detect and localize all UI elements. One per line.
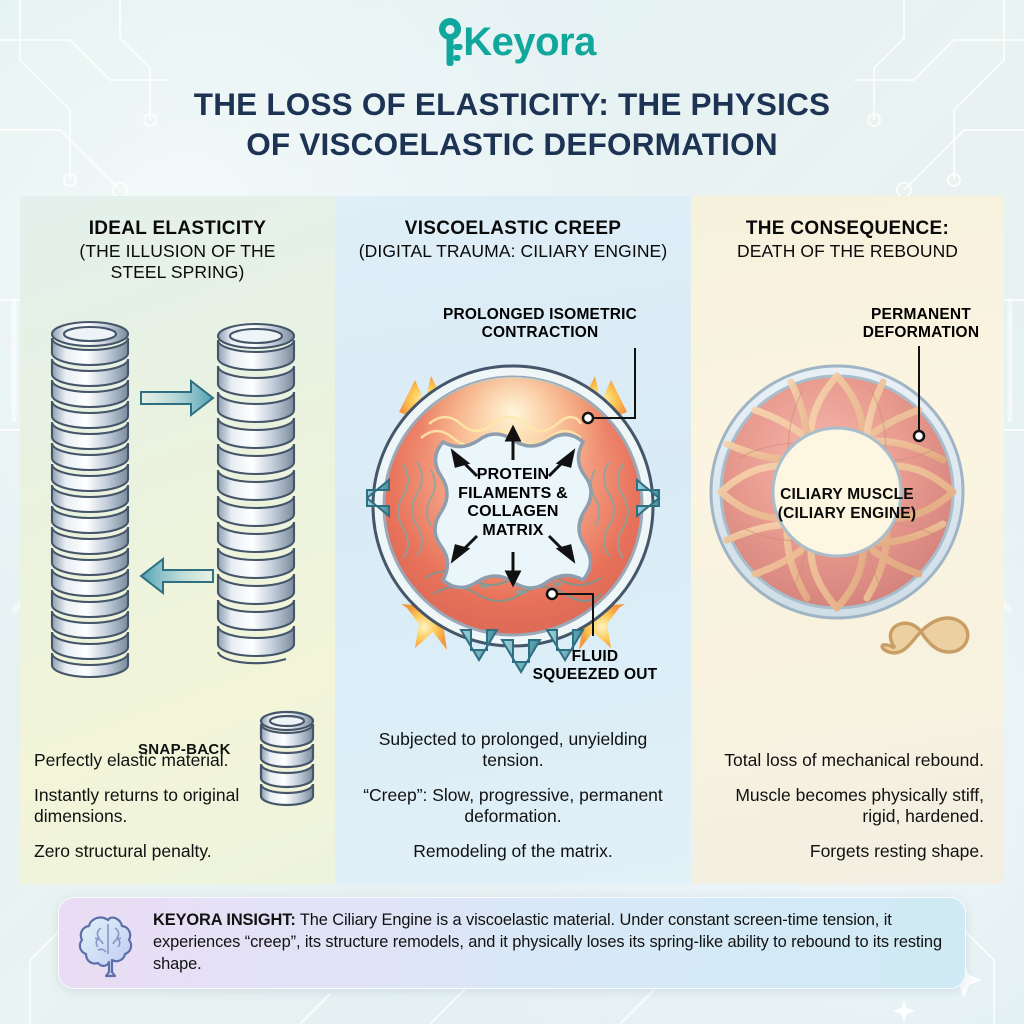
panel-ideal-elasticity: IDEAL ELASTICITY (THE ILLUSION OF THE ST…: [20, 196, 335, 884]
ring-label-line-2: (CILIARY ENGINE): [777, 504, 917, 522]
panel-1-bullets: Perfectly elastic material. Instantly re…: [34, 750, 249, 862]
panel-3-bullets: Total loss of mechanical rebound. Muscle…: [707, 750, 984, 862]
snapback-label: SNAP-BACK: [138, 741, 231, 758]
small-spring-icon: [259, 710, 315, 807]
keyora-insight-banner: KEYORA INSIGHT: The Ciliary Engine is a …: [58, 897, 966, 989]
ciliary-ring-deformed-diagram: [709, 346, 970, 655]
page-title-line-1: THE LOSS OF ELASTICITY: THE PHYSICS: [193, 86, 831, 122]
deformed-fiber-loop: [880, 616, 970, 655]
panel-2-subheading: (DIGITAL TRAUMA: CILIARY ENGINE): [358, 240, 668, 261]
callout-bottom-line-2: SQUEEZED OUT: [532, 665, 658, 683]
panel-2-bullet-1: Subjected to prolonged, unyielding tensi…: [378, 729, 648, 770]
panel-1-bullet-3: Zero structural penalty.: [34, 841, 212, 861]
leader-endpoint: [912, 429, 926, 443]
callout-top-line-2: CONTRACTION: [481, 323, 599, 341]
spring-diagram: [50, 320, 296, 679]
spring-compressed: [50, 320, 130, 679]
panel-3-subheading: DEATH OF THE REBOUND: [736, 240, 959, 261]
compression-arrows: [450, 424, 576, 588]
callout-top-line-1: PROLONGED ISOMETRIC: [442, 306, 638, 323]
leader-lines: [555, 348, 636, 636]
panel-1-bullet-2: Instantly returns to original dimensions…: [34, 785, 240, 826]
panel-2-bullet-3: Remodeling of the matrix.: [413, 841, 613, 861]
brand-name: Keyora: [463, 20, 596, 64]
key-icon: [439, 18, 463, 66]
callout-bottom-line-1: FLUID: [571, 648, 619, 665]
panel-viscoelastic-creep: VISCOELASTIC CREEP (DIGITAL TRAUMA: CILI…: [335, 196, 691, 884]
panel-3-bullet-3: Forgets resting shape.: [809, 841, 984, 861]
ring-label-line-1: CILIARY MUSCLE: [780, 486, 914, 503]
panel-1-subheading-line-2: STEEL SPRING): [110, 262, 245, 283]
callout-prolonged-contraction: PROLONGED ISOMETRIC CONTRACTION: [425, 306, 655, 341]
panel-1-heading: IDEAL ELASTICITY: [88, 218, 267, 239]
core-label-line-1: PROTEIN: [476, 466, 550, 483]
panel-2-bullets: Subjected to prolonged, unyielding tensi…: [359, 729, 667, 862]
callout-permanent-line-1: PERMANENT: [871, 306, 971, 323]
callout-permanent-line-2: DEFORMATION: [862, 323, 980, 341]
arrow-snapback-left: [139, 556, 214, 596]
panel-1-bullet-1: Perfectly elastic material.: [34, 750, 229, 770]
panel-2-heading: VISCOELASTIC CREEP: [404, 218, 622, 239]
core-label-line-3: COLLAGEN: [467, 503, 559, 521]
insight-body: The Ciliary Engine is a viscoelastic mat…: [153, 911, 942, 973]
panel-2-heading-group: VISCOELASTIC CREEP (DIGITAL TRAUMA: CILI…: [341, 218, 685, 261]
callout-permanent-deformation: PERMANENT DEFORMATION: [841, 306, 1001, 341]
panel-1-subheading-line-1: (THE ILLUSION OF THE: [79, 240, 276, 261]
core-label-line-2: FILAMENTS &: [458, 484, 568, 502]
page-title-line-2: OF VISCOELASTIC DEFORMATION: [246, 126, 778, 163]
arrow-stretch-right: [140, 378, 215, 418]
core-label-line-4: MATRIX: [482, 521, 544, 539]
panel-2-bullet-2: “Creep”: Slow, progressive, permanent de…: [363, 785, 663, 826]
leader-endpoints: [545, 411, 595, 601]
fiber-bands-top: [420, 415, 583, 447]
spring-extended: [216, 322, 296, 665]
ciliary-ring-stressed-diagram: [365, 348, 661, 674]
panel-3-heading: THE CONSEQUENCE:: [745, 218, 950, 239]
insight-label: KEYORA INSIGHT:: [153, 911, 296, 930]
outflow-arrows: [365, 477, 661, 674]
insight-text: KEYORA INSIGHT: The Ciliary Engine is a …: [153, 910, 943, 975]
callout-fluid-squeezed-out: FLUID SQUEEZED OUT: [517, 648, 673, 683]
brain-icon: [78, 916, 133, 978]
fiber-bands-sides: [397, 461, 629, 559]
page-title: THE LOSS OF ELASTICITY: THE PHYSICS OF V…: [90, 84, 934, 165]
ring-label-ciliary-muscle: CILIARY MUSCLE (CILIARY ENGINE): [747, 486, 947, 523]
panel-3-bullet-1: Total loss of mechanical rebound.: [724, 750, 984, 770]
panel-3-bullet-2: Muscle becomes physically stiff, rigid, …: [735, 785, 984, 826]
panel-the-consequence: THE CONSEQUENCE: DEATH OF THE REBOUND PE…: [691, 196, 1004, 884]
core-label-protein-matrix: PROTEIN FILAMENTS & COLLAGEN MATRIX: [428, 466, 598, 540]
panel-row: IDEAL ELASTICITY (THE ILLUSION OF THE ST…: [20, 196, 1004, 884]
brand-logo: Keyora: [0, 16, 1024, 68]
panel-1-heading-group: IDEAL ELASTICITY (THE ILLUSION OF THE ST…: [26, 218, 329, 283]
panel-3-heading-group: THE CONSEQUENCE: DEATH OF THE REBOUND: [697, 218, 998, 261]
